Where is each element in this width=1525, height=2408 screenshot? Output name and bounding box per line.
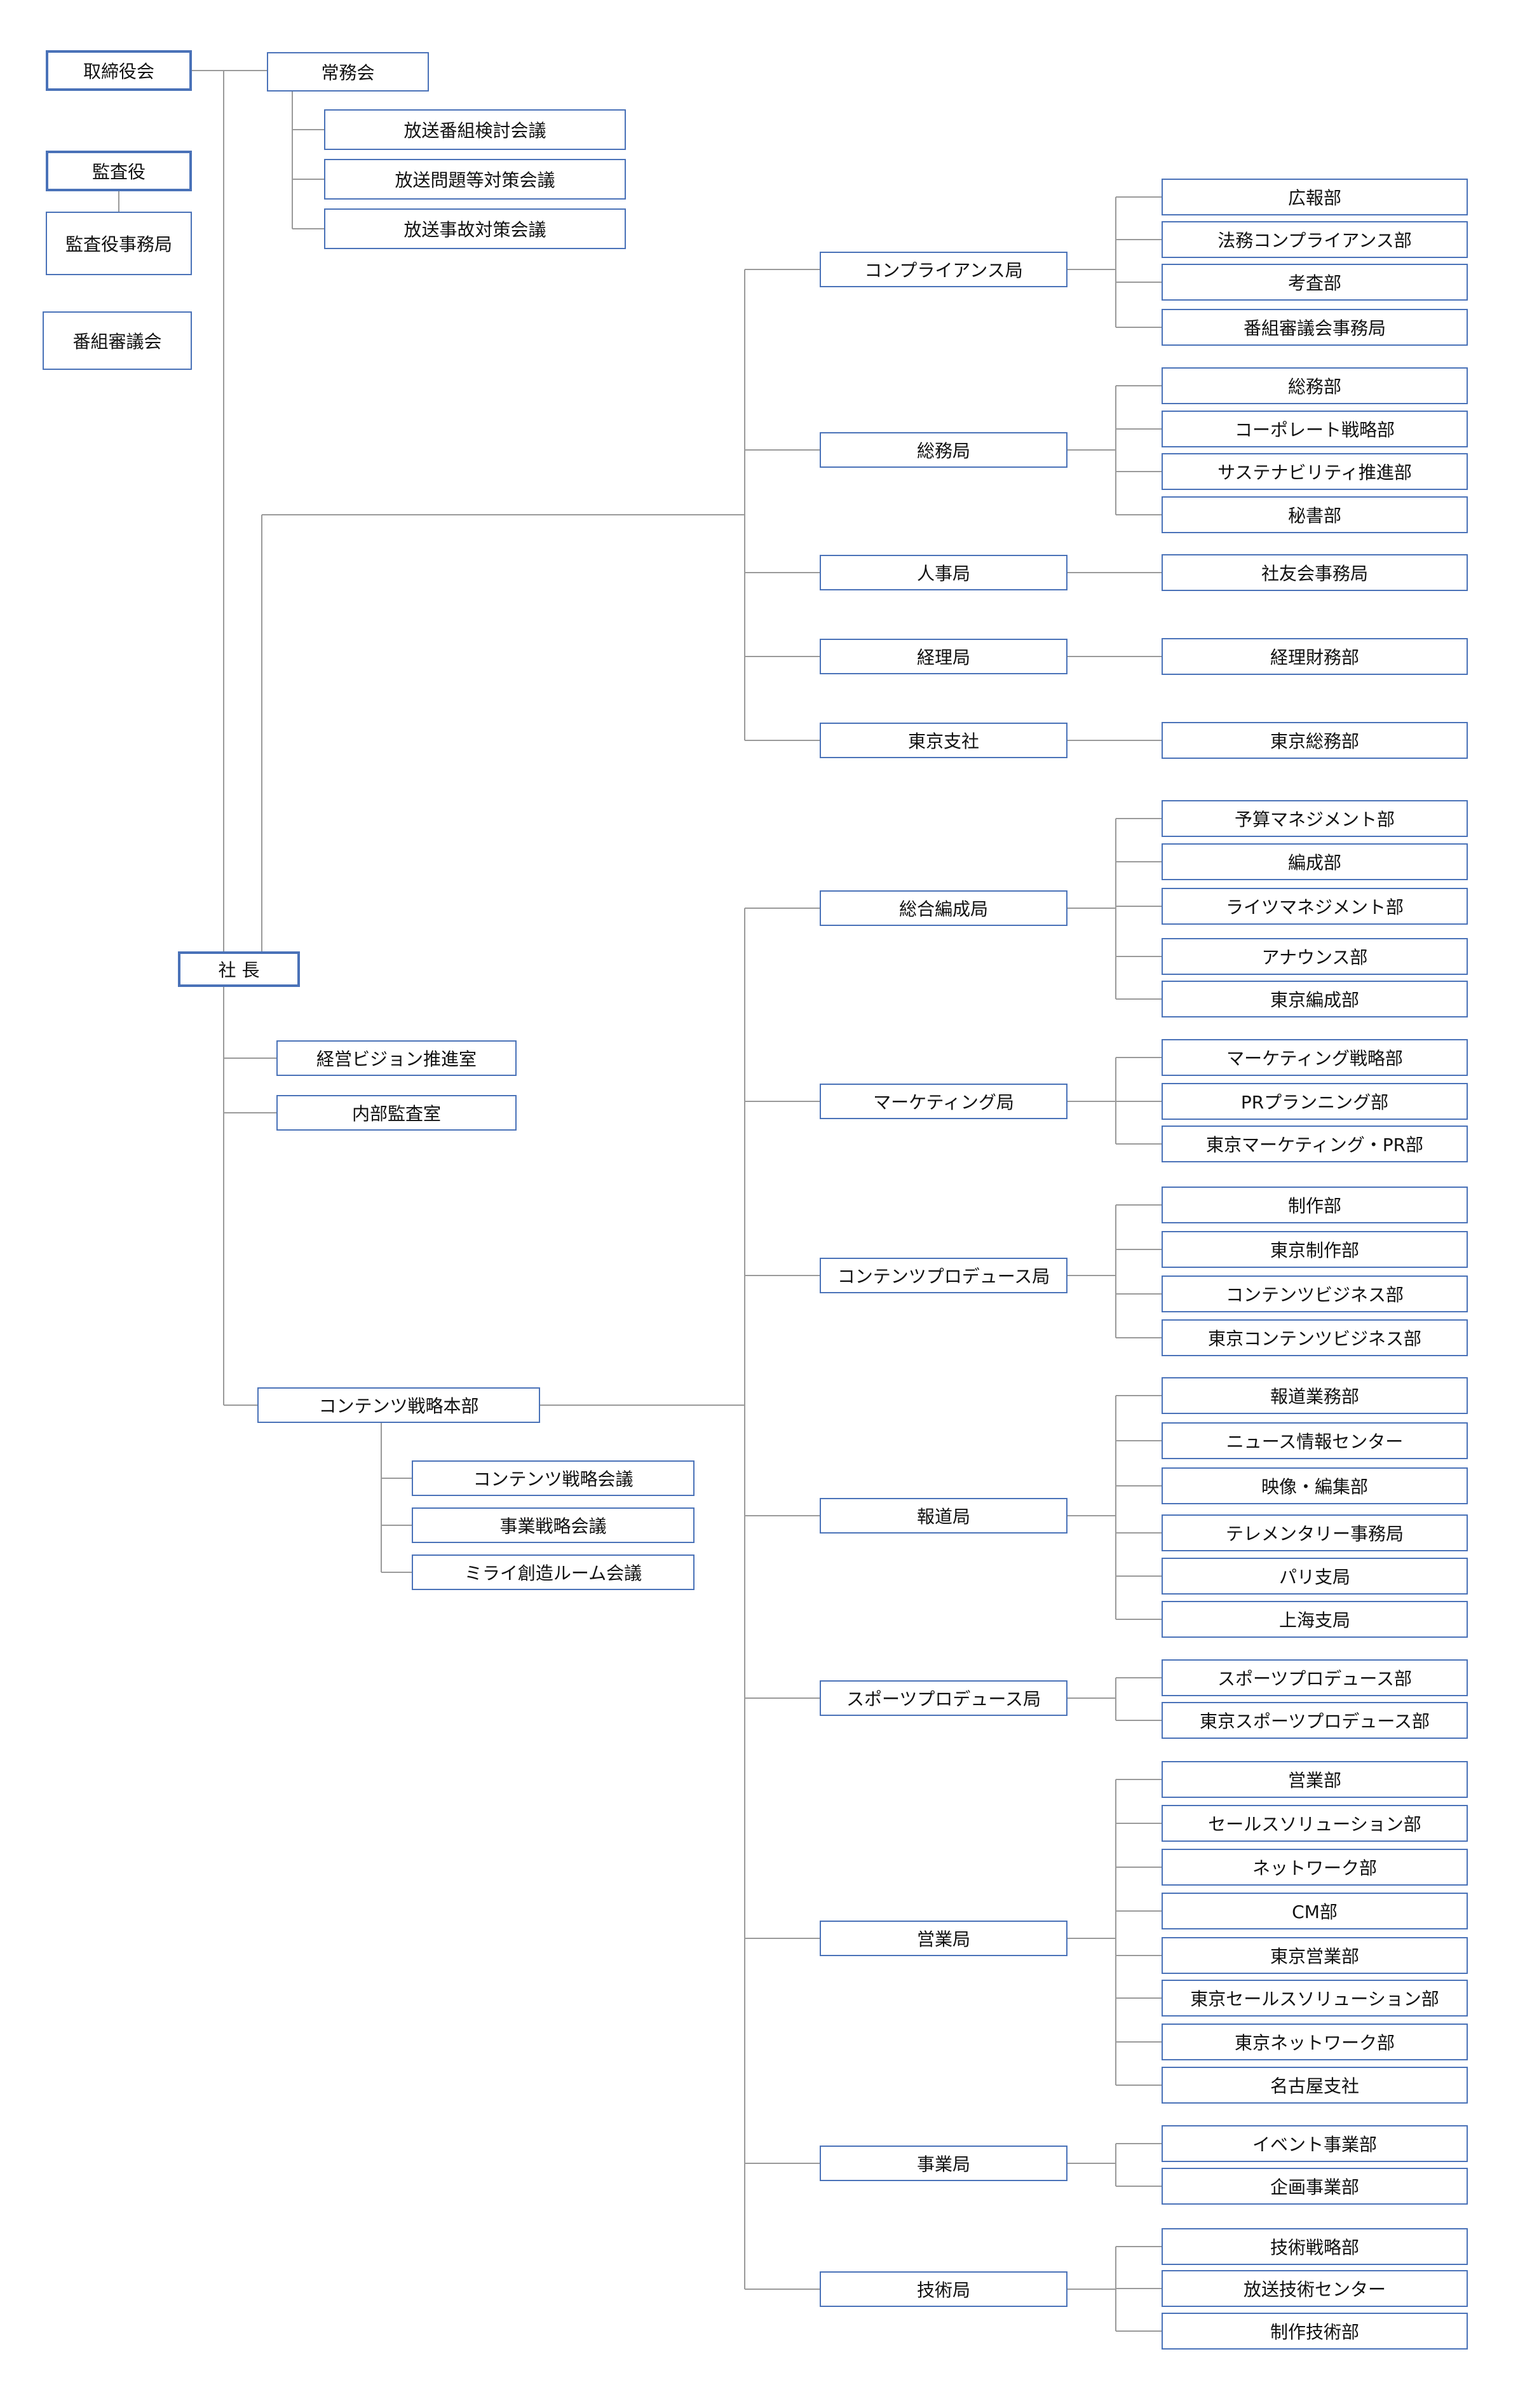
department-box: 番組審議会事務局 bbox=[1162, 309, 1468, 346]
bureau-box: マーケティング局 bbox=[820, 1084, 1068, 1119]
department-box: 東京総務部 bbox=[1162, 722, 1468, 759]
department-box: 東京編成部 bbox=[1162, 981, 1468, 1017]
executive-meeting-box: 放送番組検討会議 bbox=[324, 109, 626, 150]
content-hq-box: コンテンツ戦略本部 bbox=[257, 1387, 540, 1423]
bureau-box: 営業局 bbox=[820, 1921, 1068, 1956]
department-box: 制作部 bbox=[1162, 1187, 1468, 1223]
department-box: パリ支局 bbox=[1162, 1558, 1468, 1595]
department-box: サステナビリティ推進部 bbox=[1162, 453, 1468, 490]
content-hq-meeting-box: コンテンツ戦略会議 bbox=[412, 1460, 695, 1496]
executive-meeting-box: 放送問題等対策会議 bbox=[324, 159, 626, 200]
department-box: コンテンツビジネス部 bbox=[1162, 1275, 1468, 1312]
executive-council-box: 常務会 bbox=[267, 52, 429, 92]
auditor-box: 監査役 bbox=[46, 151, 192, 191]
department-box: 法務コンプライアンス部 bbox=[1162, 221, 1468, 258]
bureau-box: コンテンツプロデュース局 bbox=[820, 1258, 1068, 1293]
department-box: 報道業務部 bbox=[1162, 1377, 1468, 1414]
department-box: 技術戦略部 bbox=[1162, 2228, 1468, 2265]
department-box: 東京制作部 bbox=[1162, 1231, 1468, 1268]
executive-meeting-box: 放送事故対策会議 bbox=[324, 208, 626, 249]
department-box: 考査部 bbox=[1162, 264, 1468, 301]
department-box: ニュース情報センター bbox=[1162, 1422, 1468, 1459]
department-box: 東京スポーツプロデュース部 bbox=[1162, 1702, 1468, 1739]
content-hq-meeting-box: 事業戦略会議 bbox=[412, 1507, 695, 1543]
bureau-box: 東京支社 bbox=[820, 723, 1068, 758]
department-box: スポーツプロデュース部 bbox=[1162, 1659, 1468, 1696]
department-box: 編成部 bbox=[1162, 843, 1468, 880]
department-box: イベント事業部 bbox=[1162, 2125, 1468, 2162]
department-box: 東京ネットワーク部 bbox=[1162, 2024, 1468, 2060]
department-box: 上海支局 bbox=[1162, 1601, 1468, 1638]
department-box: ライツマネジメント部 bbox=[1162, 888, 1468, 925]
bureau-box: 人事局 bbox=[820, 555, 1068, 590]
president-staff-box: 内部監査室 bbox=[276, 1095, 517, 1131]
department-box: ネットワーク部 bbox=[1162, 1849, 1468, 1886]
department-box: 予算マネジメント部 bbox=[1162, 800, 1468, 837]
department-box: 東京マーケティング・PR部 bbox=[1162, 1126, 1468, 1162]
department-box: コーポレート戦略部 bbox=[1162, 411, 1468, 447]
department-box: 総務部 bbox=[1162, 367, 1468, 404]
department-box: アナウンス部 bbox=[1162, 938, 1468, 975]
bureau-box: 報道局 bbox=[820, 1498, 1068, 1534]
bureau-box: コンプライアンス局 bbox=[820, 252, 1068, 287]
department-box: 経理財務部 bbox=[1162, 638, 1468, 675]
program-council-box: 番組審議会 bbox=[43, 311, 192, 370]
department-box: 秘書部 bbox=[1162, 496, 1468, 533]
department-box: CM部 bbox=[1162, 1893, 1468, 1929]
president-box: 社 長 bbox=[178, 951, 300, 987]
department-box: マーケティング戦略部 bbox=[1162, 1039, 1468, 1076]
department-box: 制作技術部 bbox=[1162, 2313, 1468, 2350]
department-box: 名古屋支社 bbox=[1162, 2067, 1468, 2104]
auditor-office-box: 監査役事務局 bbox=[46, 212, 192, 275]
department-box: 営業部 bbox=[1162, 1761, 1468, 1798]
president-staff-box: 経営ビジョン推進室 bbox=[276, 1040, 517, 1076]
department-box: 東京営業部 bbox=[1162, 1937, 1468, 1974]
department-box: テレメンタリー事務局 bbox=[1162, 1514, 1468, 1551]
department-box: 東京セールスソリューション部 bbox=[1162, 1980, 1468, 2017]
department-box: 映像・編集部 bbox=[1162, 1467, 1468, 1504]
bureau-box: 総務局 bbox=[820, 432, 1068, 468]
department-box: 企画事業部 bbox=[1162, 2168, 1468, 2205]
department-box: PRプランニング部 bbox=[1162, 1083, 1468, 1120]
bureau-box: スポーツプロデュース局 bbox=[820, 1680, 1068, 1716]
department-box: 東京コンテンツビジネス部 bbox=[1162, 1319, 1468, 1356]
bureau-box: 技術局 bbox=[820, 2271, 1068, 2307]
content-hq-meeting-box: ミライ創造ルーム会議 bbox=[412, 1554, 695, 1590]
department-box: セールスソリューション部 bbox=[1162, 1805, 1468, 1842]
bureau-box: 総合編成局 bbox=[820, 890, 1068, 926]
department-box: 社友会事務局 bbox=[1162, 554, 1468, 591]
bureau-box: 事業局 bbox=[820, 2146, 1068, 2181]
department-box: 広報部 bbox=[1162, 179, 1468, 215]
bureau-box: 経理局 bbox=[820, 639, 1068, 674]
department-box: 放送技術センター bbox=[1162, 2270, 1468, 2307]
board-box: 取締役会 bbox=[46, 50, 192, 91]
